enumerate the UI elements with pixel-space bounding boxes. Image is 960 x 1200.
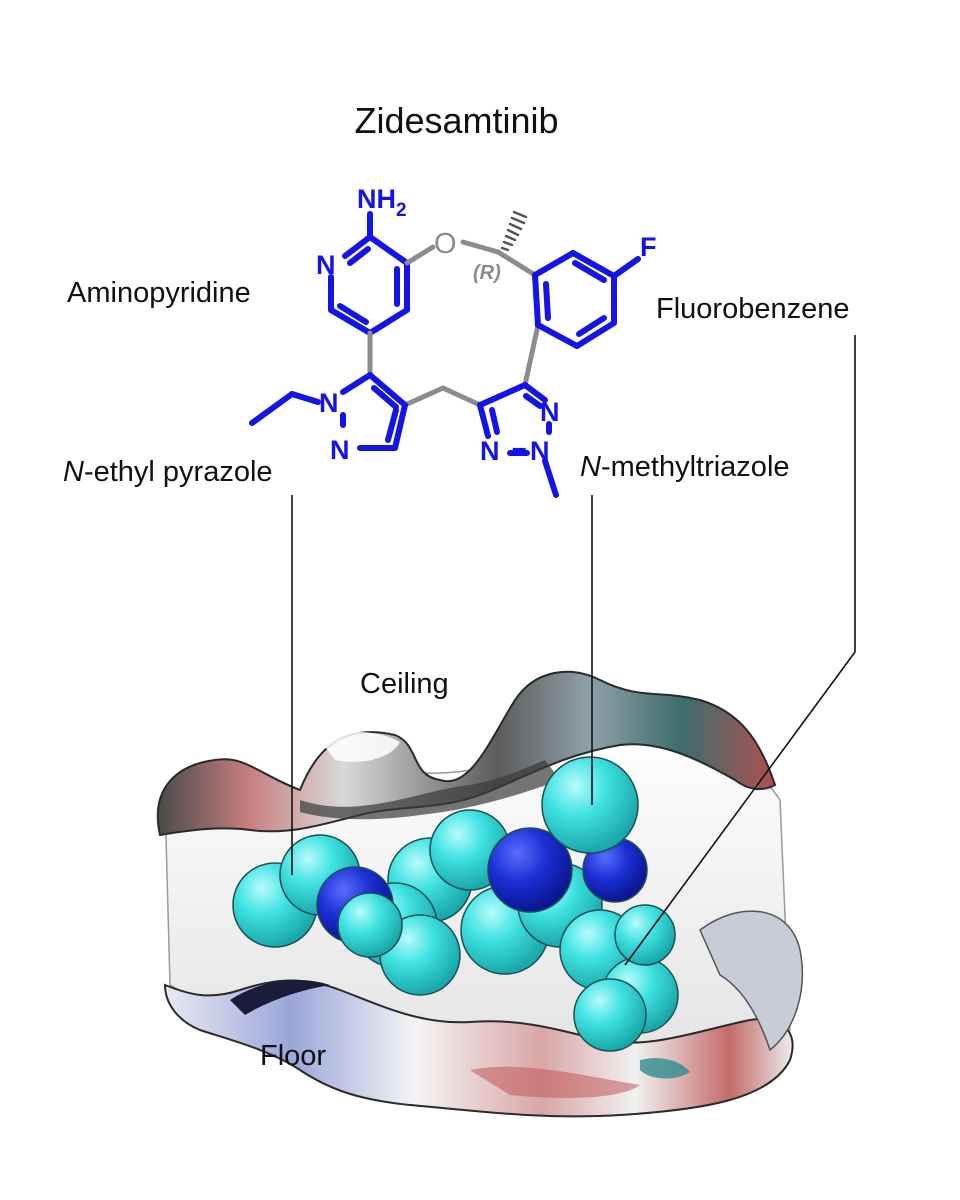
floor-teal-patch — [640, 1058, 690, 1079]
ceiling-label: Ceiling — [360, 668, 449, 700]
binding-pocket — [156, 670, 804, 1118]
ligand-spheres — [232, 756, 679, 1052]
chemical-structure — [249, 210, 641, 498]
aminopyridine-label: Aminopyridine — [67, 277, 251, 309]
n-ethyl-prefix: N — [63, 456, 84, 488]
atom-labels: NH2 N O F (R) N N N N N – — [316, 184, 657, 466]
n-ethyl-pyrazole-label: N-ethyl pyrazole — [63, 458, 273, 487]
nh2-label: NH2 — [357, 184, 407, 221]
n-methyl-prefix: N — [580, 451, 601, 483]
pocket-right-wall — [699, 910, 804, 1052]
pocket-floor — [163, 979, 794, 1118]
triazole-n3-label: N — [530, 436, 550, 466]
linker-bonds — [367, 239, 541, 408]
floor-dark-edge — [230, 980, 330, 1015]
n-ethyl-rest: -ethyl pyrazole — [83, 456, 273, 488]
compound-title: Zidesamtinib — [354, 100, 559, 141]
ether-o-label: O — [434, 228, 457, 260]
fluorobenzene-ring — [532, 250, 641, 349]
aminopyridine-ring — [328, 211, 410, 336]
leader-lines — [291, 335, 856, 966]
stereo-hash-wedge — [500, 210, 528, 252]
fluorobenzene-leader — [624, 335, 856, 966]
triazole-n1-label: N — [540, 397, 560, 427]
fluorobenzene-label: Fluorobenzene — [656, 293, 850, 325]
pyrazole-n1-label: N — [319, 388, 339, 418]
stereo-label: (R) — [473, 262, 501, 284]
floor-label: Floor — [260, 1040, 327, 1072]
n-methyltriazole-label: N-methyltriazole — [580, 453, 790, 482]
pyridine-n-label: N — [316, 250, 336, 280]
ceiling-dark-band — [300, 760, 560, 820]
floor-red-patch — [470, 1066, 640, 1098]
triazole-ring — [477, 382, 559, 498]
fluorine-label: F — [640, 232, 657, 262]
ceiling-highlight — [320, 732, 400, 762]
triazole-n2-label: N — [480, 436, 500, 466]
pyrazole-n2-label: N — [330, 435, 350, 465]
svg-text:–: – — [512, 432, 526, 462]
n-methyl-rest: -methyltriazole — [600, 451, 790, 483]
pyrazole-ring — [249, 372, 408, 451]
